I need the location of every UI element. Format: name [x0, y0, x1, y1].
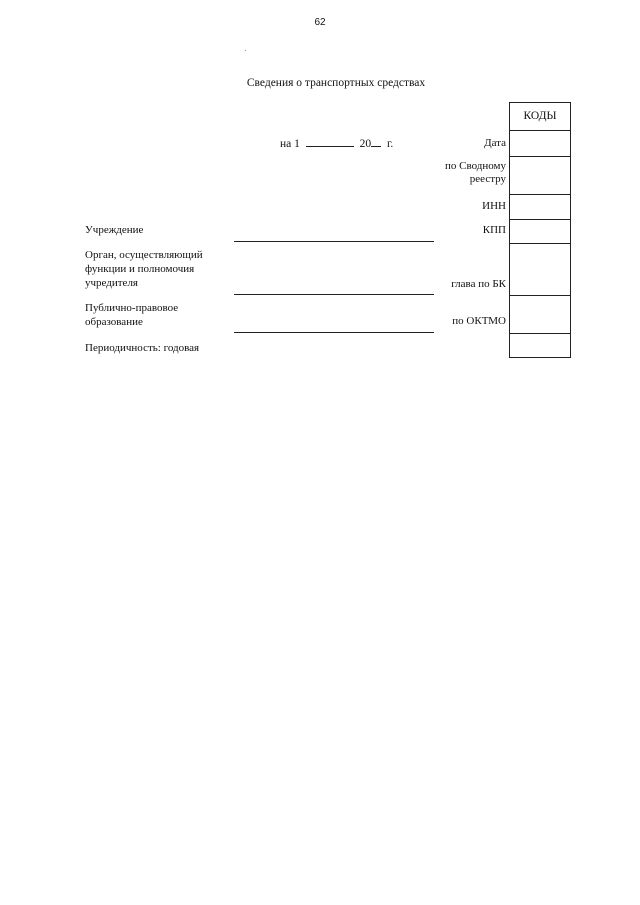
- label-kpp: КПП: [482, 224, 506, 236]
- code-cell-date[interactable]: [510, 130, 570, 156]
- date-prefix: на 1: [280, 138, 300, 150]
- label-oktmo: по ОКТМО: [452, 315, 506, 327]
- year-suffix: г.: [387, 138, 394, 150]
- label-bk-chapter: глава по БК: [451, 278, 506, 290]
- label-inn: ИНН: [482, 200, 506, 212]
- public-entity-input-line[interactable]: [234, 332, 434, 333]
- label-public-entity-2: образование: [85, 316, 143, 328]
- codes-table: КОДЫ: [509, 102, 571, 358]
- label-periodicity: Периодичность: годовая: [85, 342, 200, 354]
- codes-header: КОДЫ: [523, 110, 557, 122]
- label-summary-registry: по Сводному реестру: [444, 160, 506, 185]
- code-cell-bk-chapter[interactable]: [510, 243, 570, 295]
- form-title: Сведения о транспортных средствах: [246, 77, 426, 89]
- institution-input-line[interactable]: [234, 241, 434, 242]
- label-public-entity-1: Публично-правовое: [85, 302, 179, 314]
- founder-input-line[interactable]: [234, 294, 434, 295]
- report-date-line: на 1 20 г.: [280, 136, 393, 150]
- year-blank[interactable]: [371, 136, 382, 147]
- label-founder-3: учредителя: [85, 277, 138, 289]
- year-prefix: 20: [359, 138, 372, 150]
- code-cell-summary-registry[interactable]: [510, 156, 570, 194]
- label-founder-2: функции и полномочия: [85, 263, 195, 275]
- date-blank[interactable]: [305, 136, 354, 147]
- code-cell-inn[interactable]: [510, 194, 570, 219]
- scan-dot: [245, 50, 246, 51]
- label-institution: Учреждение: [85, 224, 144, 236]
- code-cell-periodicity[interactable]: [510, 333, 570, 357]
- code-cell-kpp[interactable]: [510, 219, 570, 243]
- page-number: 62: [314, 17, 326, 28]
- label-date: Дата: [484, 137, 506, 149]
- label-founder-1: Орган, осуществляющий: [85, 249, 203, 261]
- code-cell-oktmo[interactable]: [510, 295, 570, 333]
